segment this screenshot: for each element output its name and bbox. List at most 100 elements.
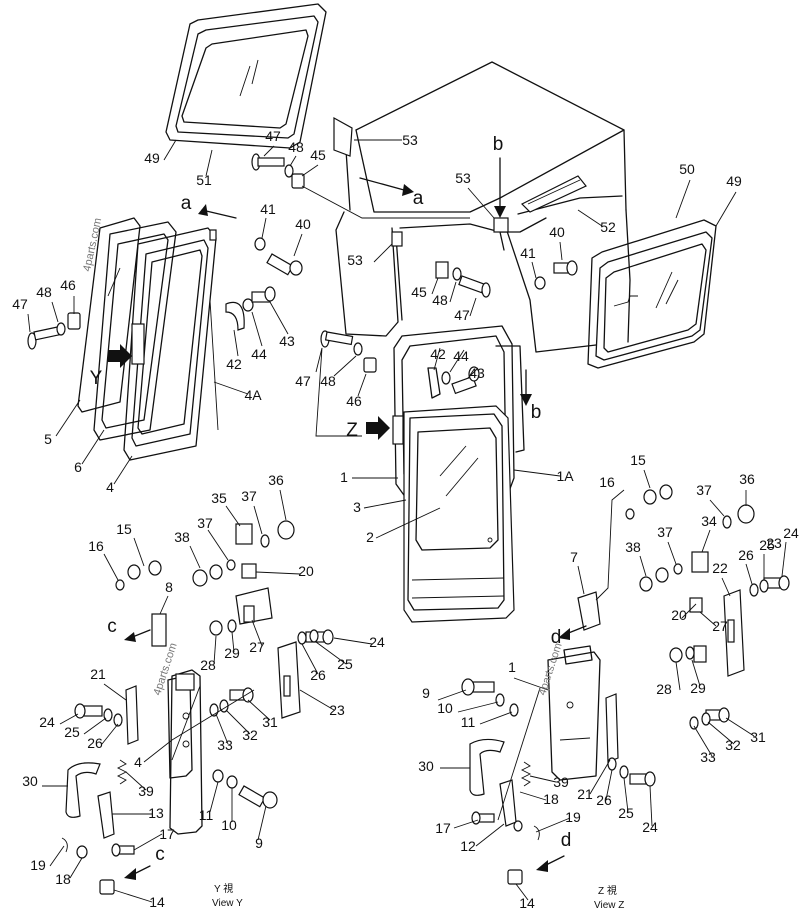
callout-13: 13 (148, 805, 164, 821)
callout-48: 48 (36, 284, 52, 300)
washer-44-left (242, 298, 254, 312)
callout-20: 20 (298, 563, 314, 579)
callout-48: 48 (320, 373, 336, 389)
callout-32: 32 (242, 727, 258, 743)
callout-45: 45 (411, 284, 427, 300)
window-part-49-51 (165, 3, 327, 149)
clip-45-mid (435, 261, 449, 279)
callout-24: 24 (369, 634, 385, 650)
callout-3: 3 (353, 499, 361, 515)
callout-1: 1 (508, 659, 516, 675)
callout-10: 10 (437, 700, 453, 716)
arrow-b-side (520, 394, 532, 406)
callout-25: 25 (618, 805, 634, 821)
callout-47: 47 (295, 373, 311, 389)
callout-44: 44 (251, 346, 267, 362)
callout-18: 18 (55, 871, 71, 887)
callout-6: 6 (74, 459, 82, 475)
window-part-49-50 (587, 219, 717, 369)
callout-16: 16 (599, 474, 615, 490)
washer-41-left (254, 237, 266, 251)
callout-20: 20 (671, 607, 687, 623)
arrow-y (108, 344, 132, 368)
bracket-53-top (333, 116, 353, 157)
callout-23: 23 (329, 702, 345, 718)
callout-4: 4 (134, 754, 142, 770)
callout-19: 19 (565, 809, 581, 825)
callout-16: 16 (88, 538, 104, 554)
bolt-43-centre (451, 366, 480, 395)
callout-Y: Y (90, 368, 103, 389)
callout-9: 9 (422, 685, 430, 701)
bolt-47-top (251, 153, 285, 171)
callout-25: 25 (64, 724, 80, 740)
watermark-top: 4parts.com (81, 217, 104, 273)
callout-42: 42 (226, 356, 242, 372)
callout-49: 49 (144, 150, 160, 166)
callout-8: 8 (165, 579, 173, 595)
callout-46: 46 (60, 277, 76, 293)
callout-15: 15 (630, 452, 646, 468)
clip-46-left (67, 312, 81, 330)
callout-25: 25 (337, 656, 353, 672)
bolt-43-left (251, 286, 276, 303)
callout-37: 37 (657, 524, 673, 540)
callout-1: 1 (340, 469, 348, 485)
callout-37: 37 (696, 482, 712, 498)
callout-c: c (107, 616, 117, 637)
washer-48-centre (353, 342, 363, 356)
callout-12: 12 (460, 838, 476, 854)
callout-43: 43 (469, 365, 485, 381)
bolt-47-left (27, 326, 60, 350)
callout-36: 36 (739, 471, 755, 487)
leader-lines (27, 139, 787, 903)
callout-29: 29 (690, 680, 706, 696)
callout-4: 4 (106, 479, 114, 495)
callout-46: 46 (346, 393, 362, 409)
washer-48-top (284, 164, 294, 178)
callout-32: 32 (725, 737, 741, 753)
callout-17: 17 (159, 826, 175, 842)
callout-53: 53 (347, 252, 363, 268)
callout-33: 33 (217, 737, 233, 753)
bolt-47-mid (458, 275, 491, 298)
callout-30: 30 (22, 773, 38, 789)
callout-37: 37 (241, 488, 257, 504)
callout-29: 29 (224, 645, 240, 661)
callout-39: 39 (553, 774, 569, 790)
callout-47: 47 (12, 296, 28, 312)
callout-53: 53 (402, 132, 418, 148)
callout-2: 2 (366, 529, 374, 545)
callout-5: 5 (44, 431, 52, 447)
arrow-z (366, 416, 390, 440)
callout-37: 37 (197, 515, 213, 531)
callout-27: 27 (249, 639, 265, 655)
callout-19: 19 (30, 857, 46, 873)
washer-41-right (534, 276, 546, 290)
callout-23: 23 (766, 535, 782, 551)
callout-Z: Z (346, 420, 358, 441)
callout-26: 26 (596, 792, 612, 808)
callout-41: 41 (260, 201, 276, 217)
callout-34: 34 (701, 513, 717, 529)
latch-assembly-view-z (461, 484, 790, 885)
callout-21: 21 (90, 666, 106, 682)
view-y-label-jp: Y 視 (214, 882, 233, 895)
bracket-53-upper-right (493, 217, 509, 233)
arrow-a-right (402, 184, 414, 196)
callout-28: 28 (200, 657, 216, 673)
callout-25: 25 (759, 537, 775, 553)
callout-41: 41 (520, 245, 536, 261)
callout-28: 28 (656, 681, 672, 697)
callout-22: 22 (712, 560, 728, 576)
door-view-y-upper (77, 217, 219, 461)
callout-b: b (493, 134, 504, 155)
washer-44-centre (441, 371, 451, 385)
callout-31: 31 (750, 729, 766, 745)
watermark-view-z: 4parts.com (536, 641, 564, 696)
callout-39: 39 (138, 783, 154, 799)
callout-24: 24 (783, 525, 799, 541)
callout-24: 24 (39, 714, 55, 730)
callout-10: 10 (221, 817, 237, 833)
